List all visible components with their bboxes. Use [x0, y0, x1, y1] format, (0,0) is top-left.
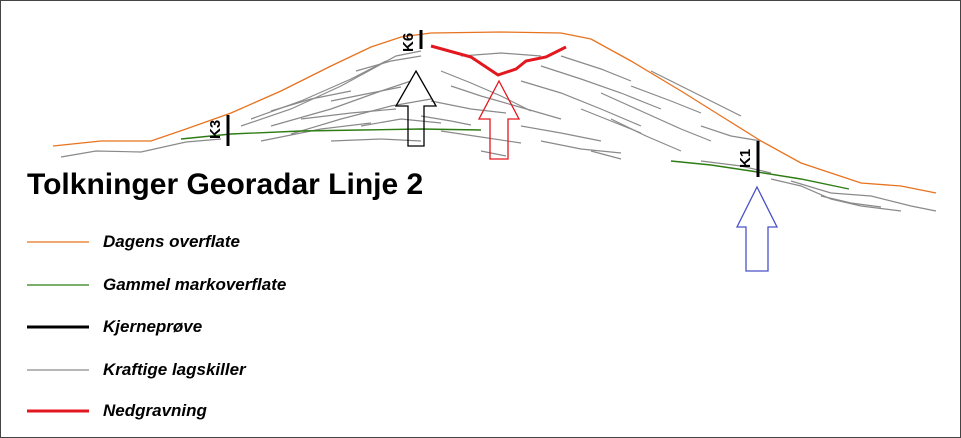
legend-item-core-sample: Kjerneprøve	[27, 313, 202, 341]
legend-item-layer-boundaries: Kraftige lagskiller	[27, 356, 246, 384]
old-surface-line-right	[670, 160, 850, 190]
core-label-k6: K6	[400, 33, 417, 52]
excavation-line	[430, 44, 567, 77]
diagram-title: Tolkninger Georadar Linje 2	[27, 168, 424, 201]
core-label-k3: K3	[207, 120, 224, 139]
legend-label-layer-boundaries: Kraftige lagskiller	[103, 360, 246, 379]
legend-label-excavation: Nedgravning	[103, 401, 207, 420]
legend-item-present-surface: Dagens overflate	[27, 228, 240, 256]
legend-swatch-red	[27, 409, 89, 413]
legend-label-old-surface: Gammel markoverflate	[103, 275, 287, 294]
legend-swatch-black	[27, 325, 89, 329]
legend-swatch-orange	[27, 241, 89, 243]
legend-label-core-sample: Kjerneprøve	[103, 317, 203, 336]
arrow-up-blue	[735, 185, 779, 272]
legend-item-excavation: Nedgravning	[27, 397, 207, 425]
core-label-k1: K1	[737, 149, 754, 168]
arrow-up-red	[477, 79, 521, 160]
legend-swatch-green	[27, 284, 89, 286]
old-surface-line-left	[180, 128, 482, 140]
legend-swatch-gray	[27, 369, 89, 371]
legend-label-present-surface: Dagens overflate	[103, 232, 240, 251]
arrow-up-black	[394, 69, 438, 147]
legend-item-old-surface: Gammel markoverflate	[27, 271, 286, 299]
present-surface-line	[52, 31, 937, 194]
